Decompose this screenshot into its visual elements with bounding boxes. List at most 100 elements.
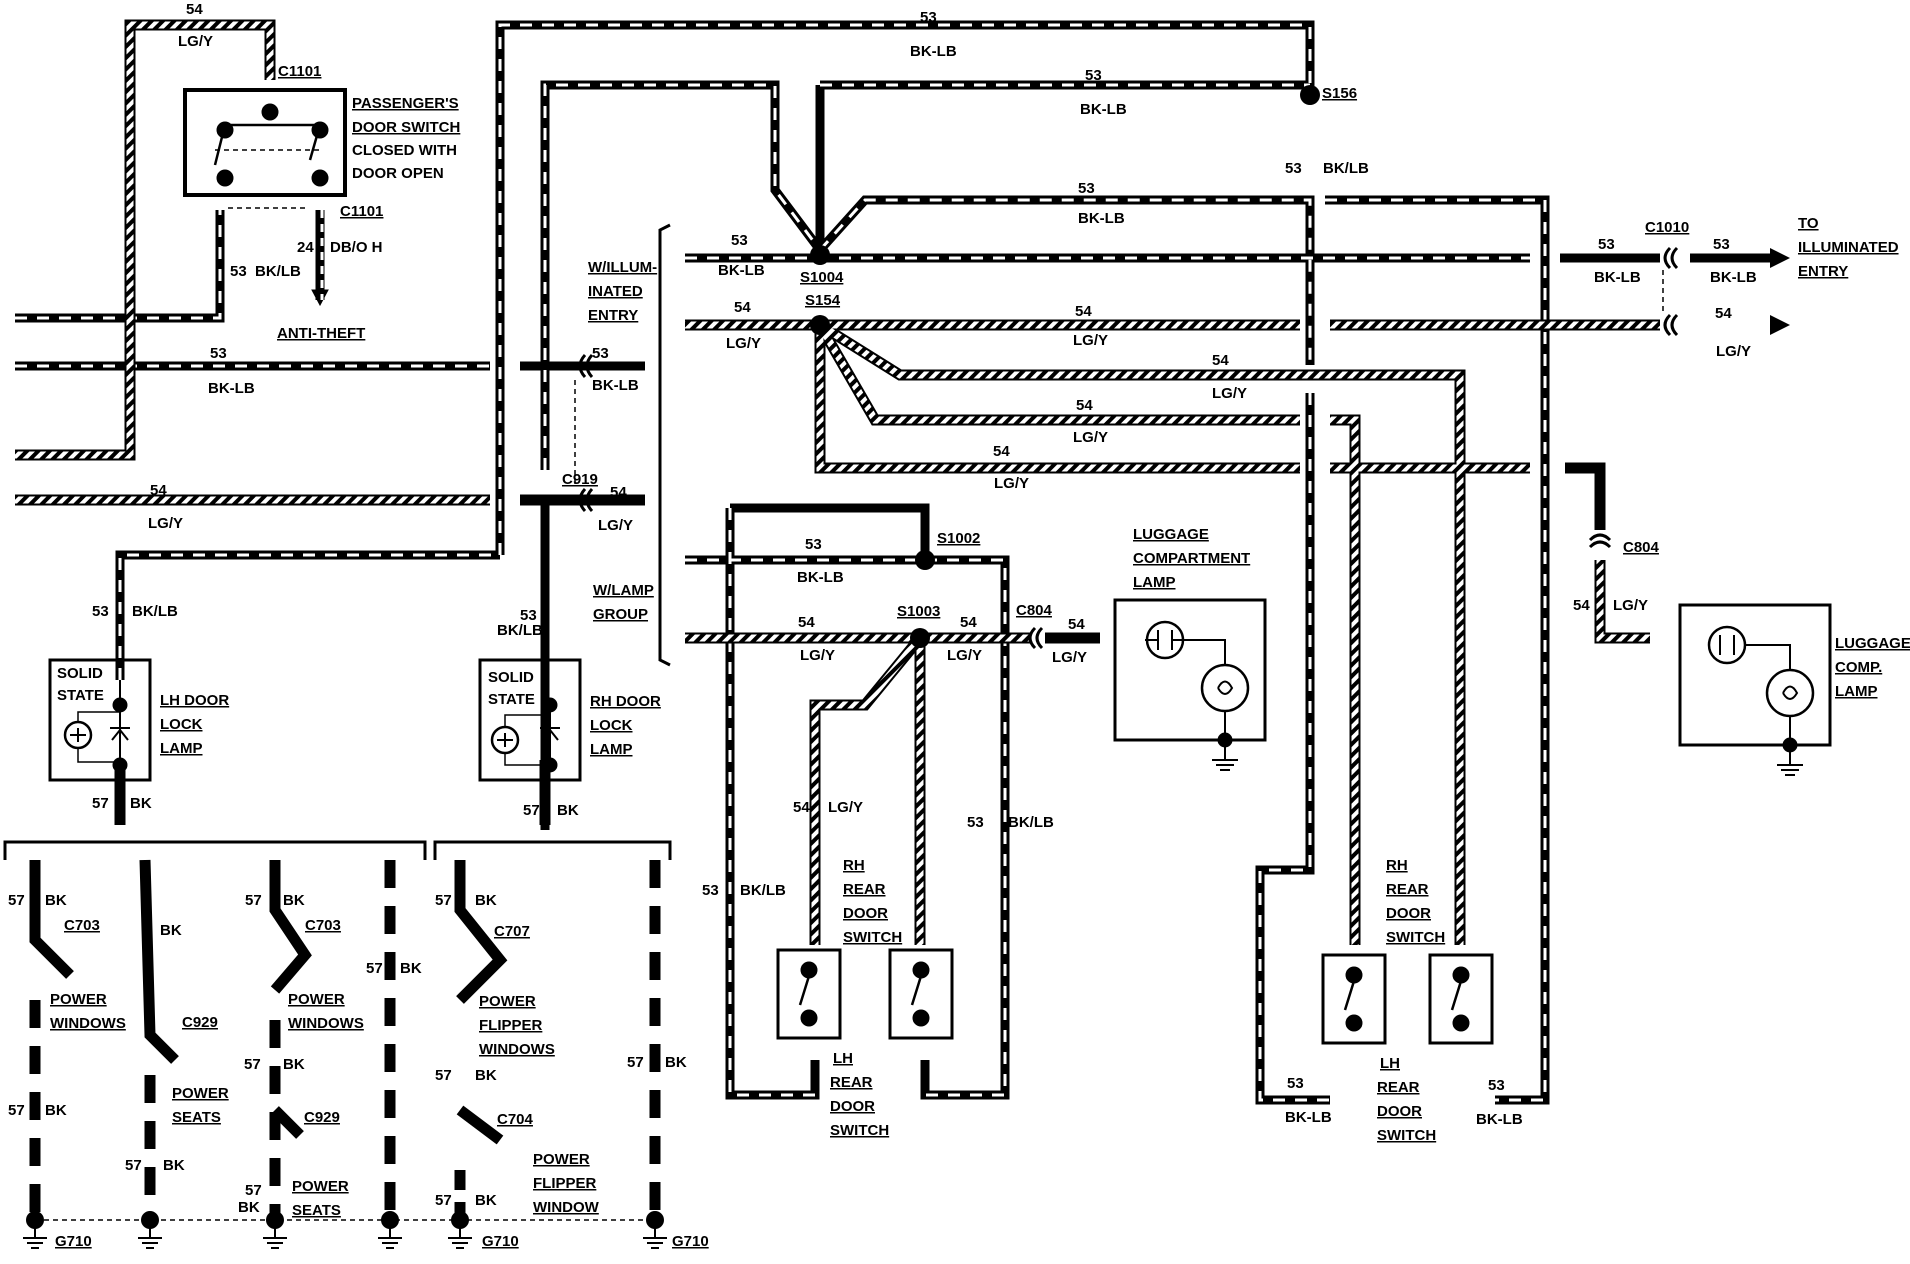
illum-entry-option: ENTRY <box>588 307 638 324</box>
wire-number: 57 <box>245 892 262 909</box>
wire-color: BK-LB <box>910 43 957 60</box>
power-flipper-windows-label: POWER <box>479 993 536 1010</box>
wire-color: LG/Y <box>1073 332 1108 349</box>
wires-57-bk <box>29 760 661 1220</box>
luggage-comp-lamp-label: COMP. <box>1835 659 1882 676</box>
wire-number: 53 <box>731 232 748 249</box>
wire-color: LG/Y <box>726 335 761 352</box>
wire-color: LG/Y <box>1212 385 1247 402</box>
wire-color: LG/Y <box>994 475 1029 492</box>
lh-door-lock-lamp-label: LOCK <box>160 716 203 733</box>
rh-door-lock-lamp-label: LOCK <box>590 717 633 734</box>
wire-number: 53 <box>967 814 984 831</box>
connector-c929: C929 <box>304 1109 340 1126</box>
splice-labels: S156 S1004 S154 S1002 S1003 <box>800 85 1357 620</box>
wire-number: 53 <box>1285 160 1302 177</box>
rh-door-lock-lamp <box>478 658 582 782</box>
wire-number: 54 <box>1212 352 1229 369</box>
wire-number: 54 <box>993 443 1010 460</box>
splice-s154: S154 <box>805 292 841 309</box>
wire-number: 57 <box>366 960 383 977</box>
wire-color: BK/LB <box>1323 160 1369 177</box>
rh-rear-door-switch-label: SWITCH <box>843 929 902 946</box>
to-illuminated-entry: ENTRY <box>1798 263 1848 280</box>
wire-color: BK <box>475 1067 497 1084</box>
connector-c804: C804 <box>1623 539 1660 556</box>
wire-color: BK/LB <box>1008 814 1054 831</box>
power-seats-label: SEATS <box>292 1202 341 1219</box>
ground-symbols <box>23 1211 667 1249</box>
passenger-door-switch <box>183 88 347 307</box>
wire-color: BK-LB <box>1285 1109 1332 1126</box>
wire-color: BK-LB <box>592 377 639 394</box>
wire-color: BK <box>283 1056 305 1073</box>
rh-rear-door-switch-label: RH <box>843 857 865 874</box>
power-seats-label: SEATS <box>172 1109 221 1126</box>
anti-theft-label: ANTI-THEFT <box>277 325 365 342</box>
wire-number: 54 <box>1715 305 1732 322</box>
power-seats-label: POWER <box>292 1178 349 1195</box>
wire-number: 57 <box>92 795 109 812</box>
connector-c919: C919 <box>562 471 598 488</box>
wire-number: 53 <box>702 882 719 899</box>
rh-rear-door-switch-label: REAR <box>1386 881 1429 898</box>
wire-number: 24 <box>297 239 314 256</box>
wire-color: LG/Y <box>800 647 835 664</box>
wire-color: BK <box>45 1102 67 1119</box>
solid-state-label: STATE <box>488 691 535 708</box>
wire-color: BK <box>45 892 67 909</box>
ground-g710: G710 <box>55 1233 92 1250</box>
power-windows-label: WINDOWS <box>50 1015 126 1032</box>
wire-number: 53 <box>210 345 227 362</box>
wire-color: BK <box>475 1192 497 1209</box>
lh-rear-door-switch-label: REAR <box>830 1074 873 1091</box>
power-flipper-window-label: POWER <box>533 1151 590 1168</box>
wire-number: 53 <box>1078 180 1095 197</box>
solid-state-label: SOLID <box>488 669 534 686</box>
wire-number: 57 <box>627 1054 644 1071</box>
lh-rear-door-switch-label: REAR <box>1377 1079 1420 1096</box>
illum-entry-option: INATED <box>588 283 643 300</box>
wire-number: 53 <box>1488 1077 1505 1094</box>
wire-color: LG/Y <box>1052 649 1087 666</box>
wire-number: 54 <box>150 482 167 499</box>
passenger-switch-label: CLOSED WITH <box>352 142 457 159</box>
wire-color: LG/Y <box>148 515 183 532</box>
rh-rear-door-switch-label: DOOR <box>843 905 888 922</box>
wire-color: BK/LB <box>255 263 301 280</box>
wire-number: 53 <box>805 536 822 553</box>
wire-color: BK/LB <box>740 882 786 899</box>
wire-number: 53 <box>92 603 109 620</box>
luggage-comp-lamp-label: LAMP <box>1835 683 1878 700</box>
luggage-compartment-lamp-label: LAMP <box>1133 574 1176 591</box>
wire-number: 54 <box>1068 616 1085 633</box>
wire-number: 53 <box>592 345 609 362</box>
connector-c704: C704 <box>497 1111 534 1128</box>
wire-color: LG/Y <box>1613 597 1648 614</box>
wire-color: BK-LB <box>1476 1111 1523 1128</box>
rh-rear-door-switch-label: REAR <box>843 881 886 898</box>
lh-door-lock-lamp <box>48 658 152 782</box>
passenger-switch-label: PASSENGER'S <box>352 95 459 112</box>
wire-number: 53 <box>1598 236 1615 253</box>
power-flipper-window-label: FLIPPER <box>533 1175 597 1192</box>
wire-color: BK/LB <box>497 622 543 639</box>
wire-color: BK <box>557 802 579 819</box>
wire-color: LG/Y <box>598 517 633 534</box>
lh-rear-door-switch-label: LH <box>1380 1055 1400 1072</box>
power-windows-label: WINDOWS <box>288 1015 364 1032</box>
wire-number: 54 <box>798 614 815 631</box>
lh-door-lock-lamp-label: LH DOOR <box>160 692 229 709</box>
lh-rear-door-switch-label: DOOR <box>830 1098 875 1115</box>
wire-color: BK-LB <box>1594 269 1641 286</box>
wire-color: BK-LB <box>718 262 765 279</box>
connector-c804: C804 <box>1016 602 1053 619</box>
option-brackets <box>3 223 672 860</box>
splice-s1002: S1002 <box>937 530 980 547</box>
wire-color: BK-LB <box>1710 269 1757 286</box>
wire-number: 57 <box>435 1192 452 1209</box>
wire-color: BK <box>160 922 182 939</box>
lamp-group-option: GROUP <box>593 606 648 623</box>
wire-number: 53 <box>520 607 537 624</box>
